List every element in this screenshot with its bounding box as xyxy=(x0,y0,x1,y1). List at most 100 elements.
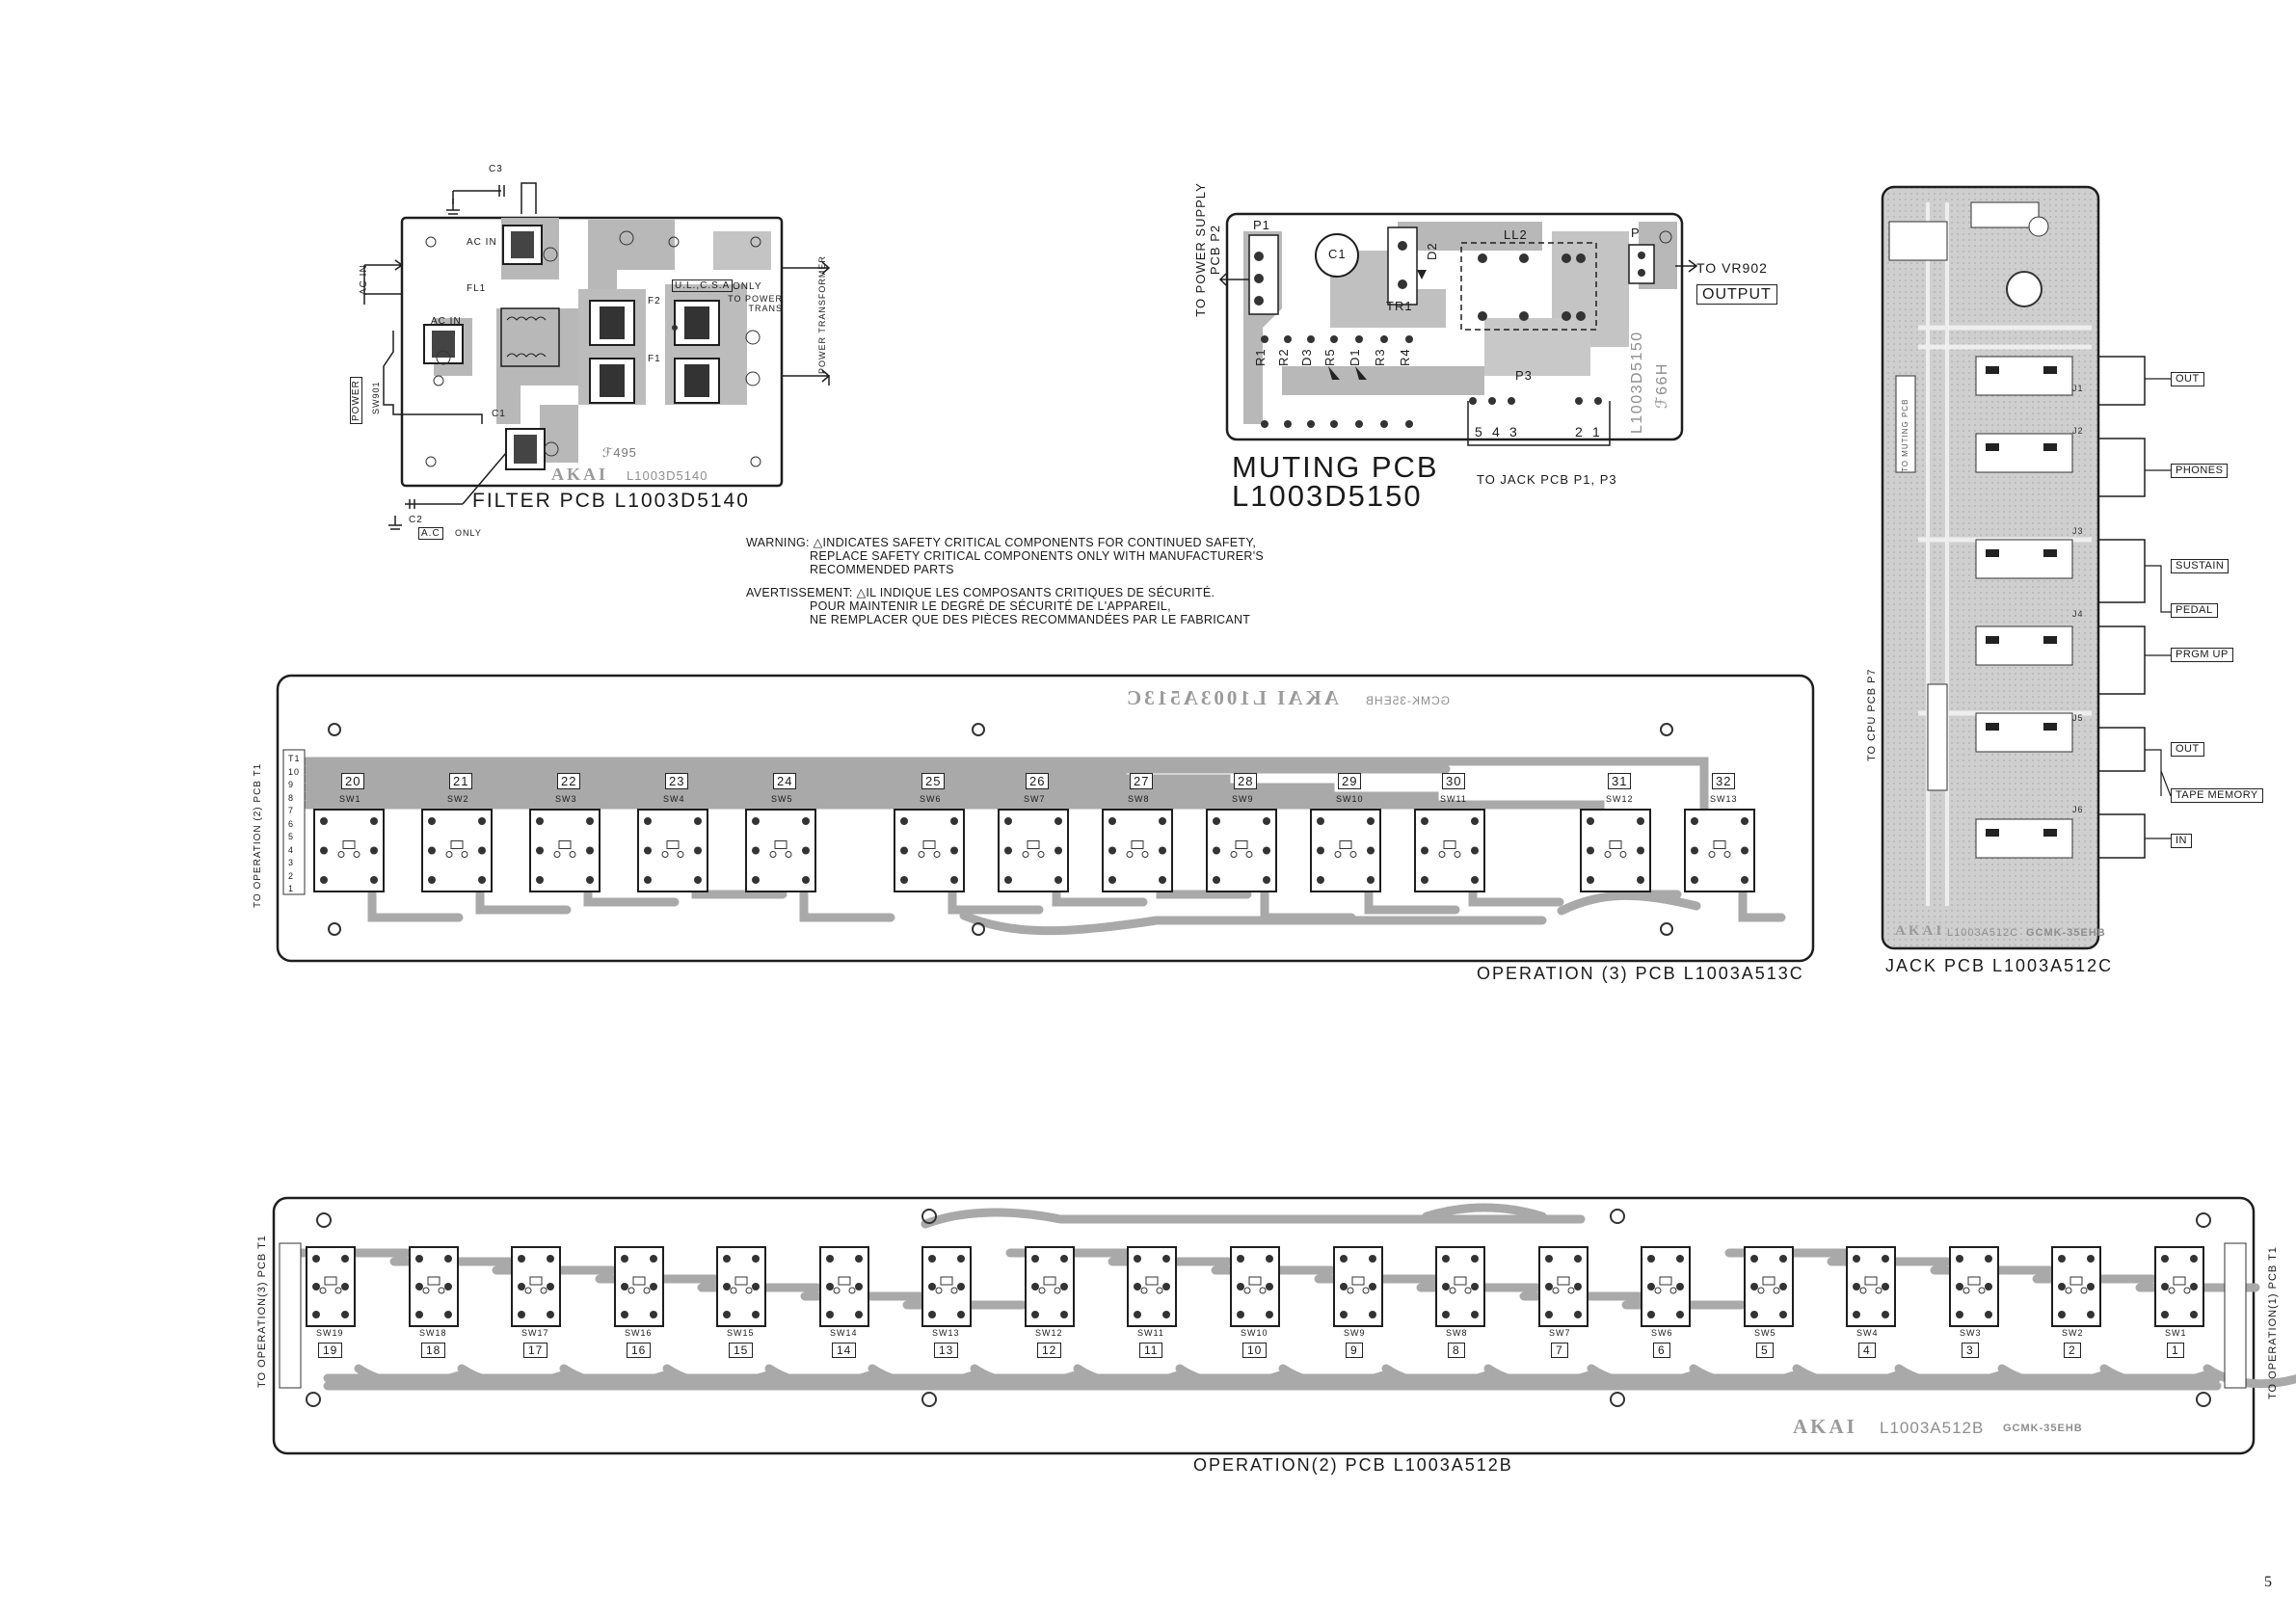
muting-pcb xyxy=(1218,212,1698,446)
jack-label-phones: PHONES xyxy=(2171,464,2229,478)
op2-switch xyxy=(1435,1246,1485,1327)
op2-switch xyxy=(1025,1246,1075,1327)
filter-sw901: SW901 xyxy=(371,381,381,414)
op2-switch-name: SW2 xyxy=(2062,1328,2084,1338)
jack-name: J1 xyxy=(2072,384,2084,393)
op3-switch-number: 32 xyxy=(1712,773,1736,789)
op2-switch-name: SW3 xyxy=(1960,1328,1982,1338)
filter-ac-in-top: AC IN xyxy=(467,237,497,248)
muting-component-label: R2 xyxy=(1276,348,1291,366)
muting-caption-line1: MUTING PCB xyxy=(1232,450,1439,484)
op3-switch-name: SW7 xyxy=(1024,794,1046,804)
filter-f2: F2 xyxy=(648,296,661,306)
op3-switch xyxy=(894,809,965,892)
op3-switch-name: SW1 xyxy=(339,794,361,804)
op2-switch xyxy=(1127,1246,1177,1327)
op3-switch-name: SW9 xyxy=(1232,794,1254,804)
op2-switch xyxy=(1333,1246,1383,1327)
op2-switch xyxy=(1230,1246,1280,1327)
op2-switch xyxy=(614,1246,664,1327)
filter-power: POWER xyxy=(350,377,362,424)
jack-label-tape-memory: TAPE MEMORY xyxy=(2171,788,2263,803)
jack-label-in: IN xyxy=(2171,834,2192,848)
op2-switch-name: SW6 xyxy=(1651,1328,1673,1338)
jack-pcb-caption: JACK PCB L1003A512C xyxy=(1885,956,2114,975)
muting-component-label: TR1 xyxy=(1386,299,1413,313)
op3-switch-number: 24 xyxy=(773,773,797,789)
op3-switch xyxy=(529,809,601,892)
filter-brand: AKAI xyxy=(551,465,609,484)
op3-switch-name: SW13 xyxy=(1710,794,1738,804)
op3-pin: 3 xyxy=(288,858,295,867)
muting-component-label: R5 xyxy=(1322,348,1337,366)
filter-ac-label: A.C xyxy=(418,527,443,540)
op2-switch-number: 2 xyxy=(2064,1343,2081,1358)
op2-switch-number: 5 xyxy=(1756,1343,1774,1358)
warning-en-3: RECOMMENDED PARTS xyxy=(810,563,954,576)
filter-ul-csa: U.L.,C.S.A xyxy=(672,279,734,292)
filter-only-1: ONLY xyxy=(733,281,762,292)
muting-to-vr902: TO VR902 xyxy=(1696,260,1768,276)
op3-pin: 10 xyxy=(288,766,301,777)
jack-pcb xyxy=(1881,185,2172,950)
op2-switch-number: 10 xyxy=(1242,1343,1268,1358)
muting-p3-pin: 5 xyxy=(1475,424,1483,439)
op2-switch xyxy=(921,1246,972,1327)
op3-switch-number: 25 xyxy=(921,773,946,789)
op2-switch-number: 9 xyxy=(1346,1343,1363,1358)
safety-warning: WARNING: △INDICATES SAFETY CRITICAL COMP… xyxy=(746,536,1264,626)
op2-switch-name: SW15 xyxy=(727,1328,755,1338)
op3-pin: 9 xyxy=(288,780,295,789)
op3-pin: 1 xyxy=(288,884,295,893)
op2-switch-name: SW18 xyxy=(419,1328,447,1338)
op2-to-op3: TO OPERATION(3) PCB T1 xyxy=(256,1235,268,1388)
filter-part-number: L1003D5140 xyxy=(627,468,708,483)
op3-switch-name: SW3 xyxy=(555,794,577,804)
op3-switch-name: SW4 xyxy=(663,794,685,804)
jack-name: J5 xyxy=(2072,713,2084,723)
jack-part-number: L1003A512C xyxy=(1947,927,2019,939)
op2-switch-name: SW14 xyxy=(830,1328,858,1338)
op3-switch-name: SW11 xyxy=(1440,794,1467,804)
op2-switch-number: 13 xyxy=(934,1343,959,1358)
filter-power-transformer: POWER TRANSFORMER xyxy=(817,255,827,374)
filter-c2: C2 xyxy=(409,515,423,525)
op2-switch-number: 6 xyxy=(1653,1343,1670,1358)
op3-pin: 8 xyxy=(288,792,295,803)
op2-switch-number: 19 xyxy=(318,1343,343,1358)
muting-p3-pin: 2 xyxy=(1575,424,1584,439)
op2-switch xyxy=(511,1246,561,1327)
op3-switch-number: 29 xyxy=(1338,773,1362,789)
jack-name: J4 xyxy=(2072,609,2084,619)
op3-pin: 6 xyxy=(288,818,295,829)
op3-switch xyxy=(1206,809,1277,892)
op2-switch-number: 1 xyxy=(2167,1343,2184,1358)
op3-switch xyxy=(745,809,816,892)
op2-switch xyxy=(409,1246,459,1327)
filter-c1: C1 xyxy=(492,409,506,419)
op3-switch-name: SW8 xyxy=(1128,794,1150,804)
jack-name: J6 xyxy=(2072,805,2084,814)
op3-switch xyxy=(1414,809,1485,892)
op2-switch-name: SW4 xyxy=(1856,1328,1879,1338)
op2-switch xyxy=(716,1246,766,1327)
operation3-pcb xyxy=(276,674,1815,963)
muting-component-label: P3 xyxy=(1515,368,1533,383)
op3-pin: 7 xyxy=(288,806,295,815)
op2-switch-number: 16 xyxy=(627,1343,652,1358)
op3-switch-number: 28 xyxy=(1234,773,1258,789)
warning-en-1: WARNING: △INDICATES SAFETY CRITICAL COMP… xyxy=(746,536,1257,549)
op3-switch-name: SW10 xyxy=(1336,794,1364,804)
op3-pin: T1 xyxy=(288,754,301,763)
operation2-pcb xyxy=(272,1196,2296,1455)
op2-brand: AKAI xyxy=(1793,1415,1857,1438)
op3-switch-number: 22 xyxy=(557,773,581,789)
warning-fr-3: NE REMPLACER QUE DES PIÈCES RECOMMANDÉES… xyxy=(810,613,1251,626)
op2-part-number: L1003A512B xyxy=(1880,1419,1985,1437)
op2-switch-name: SW11 xyxy=(1137,1328,1164,1338)
op3-switch-name: SW5 xyxy=(771,794,793,804)
op3-pin: 4 xyxy=(288,844,295,855)
filter-c3-label: C3 xyxy=(489,164,503,174)
op3-mirrored-code: GCMK-35EHB xyxy=(1365,694,1451,707)
